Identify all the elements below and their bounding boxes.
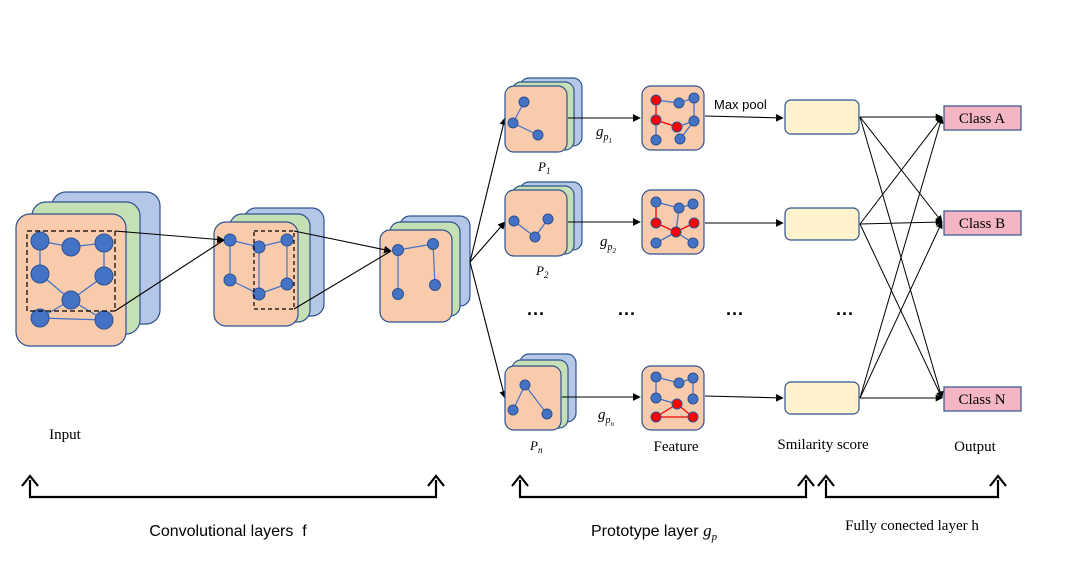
gp-labels: gp1 gp2 gpn — [596, 124, 617, 428]
fc-section-label: Fully conected layer h — [845, 518, 979, 534]
conv-arrows — [114, 230, 392, 312]
prototype-1-stack — [504, 77, 583, 153]
class-n-box — [943, 386, 1022, 412]
similarity-label: Smilarity score — [777, 437, 869, 453]
prototype-1-label: P1 — [537, 159, 550, 176]
prototype-n-label: Pn — [529, 438, 543, 455]
conv-layer-3-stack — [379, 215, 471, 323]
class-n-label: Class N — [958, 392, 1005, 408]
score-box-2 — [784, 207, 860, 241]
feature-2-graph — [641, 189, 705, 255]
ellipsis-row: ··· ··· ··· ··· — [527, 304, 854, 324]
class-b-label: Class B — [959, 216, 1005, 232]
conv-section-label: Convolutional layers f — [149, 523, 307, 540]
class-a-label: Class A — [959, 111, 1005, 127]
prototype-section-label: Prototype layer gp — [591, 521, 718, 543]
max-pool-label: Max pool — [714, 97, 767, 112]
feature-1-graph — [641, 85, 705, 151]
svg-text:···: ··· — [836, 304, 854, 324]
prototype-to-feature-arrows — [562, 114, 641, 401]
bottom-brackets — [21, 474, 1007, 499]
output-label: Output — [954, 439, 997, 455]
prototype-2-stack — [504, 181, 583, 257]
score-box-n — [784, 381, 860, 415]
conv-layer-2-stack — [213, 207, 325, 327]
svg-text:gpn: gpn — [598, 407, 615, 428]
class-b-box — [943, 210, 1022, 236]
svg-text:gp2: gp2 — [600, 234, 617, 255]
class-a-box — [943, 105, 1022, 131]
fully-connected-arrows — [859, 113, 944, 402]
input-graph-stack — [15, 191, 161, 347]
similarity-score-boxes — [784, 99, 860, 415]
feature-label: Feature — [654, 439, 699, 455]
prototype-n-stack — [504, 353, 577, 431]
score-box-1 — [784, 99, 860, 135]
feature-n-graph — [641, 365, 705, 431]
svg-text:gp1: gp1 — [596, 124, 612, 145]
input-label: Input — [49, 427, 81, 443]
svg-text:···: ··· — [726, 304, 744, 324]
class-output-boxes: Class A Class B Class N — [943, 105, 1022, 412]
prototype-fan-arrows — [469, 117, 508, 399]
feature-to-score-arrows — [704, 113, 784, 402]
svg-text:···: ··· — [618, 304, 636, 324]
svg-text:···: ··· — [527, 304, 545, 324]
prototype-2-label: P2 — [535, 263, 549, 280]
